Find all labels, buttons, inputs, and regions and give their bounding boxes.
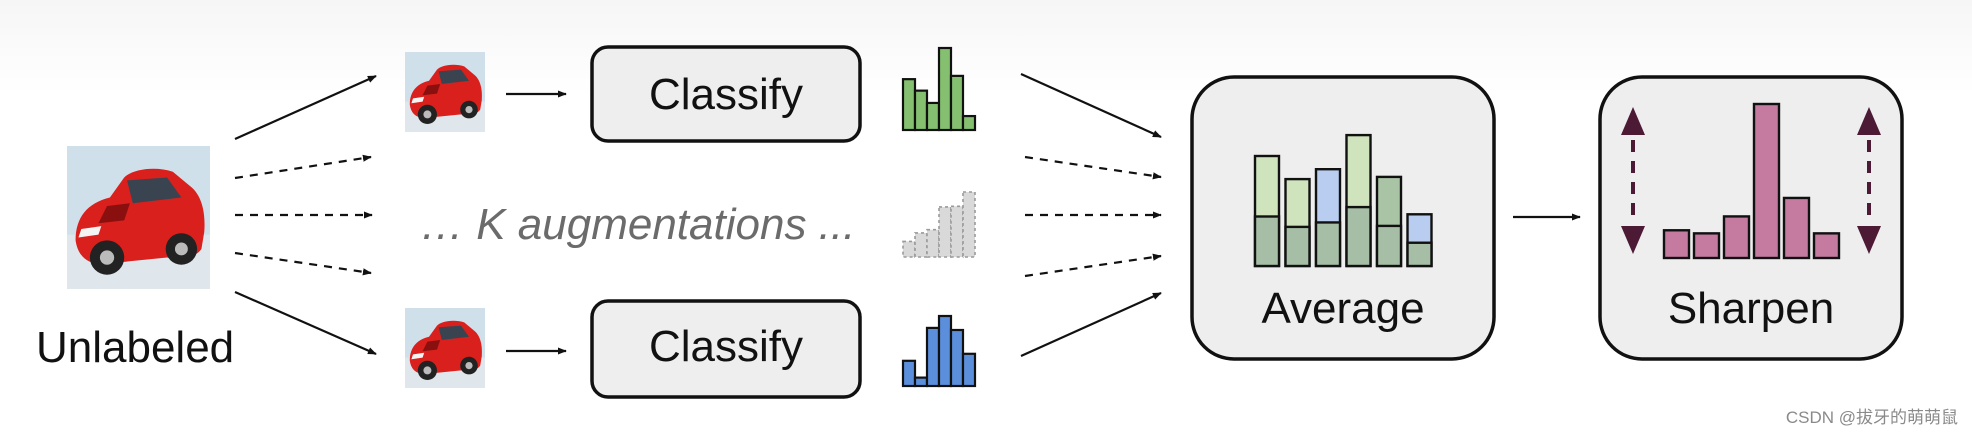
unlabeled-label: Unlabeled — [36, 323, 235, 372]
watermark-text: CSDN @拔牙的萌萌鼠 — [1785, 408, 1958, 427]
sharpen-histogram-bar — [1812, 232, 1841, 260]
classify-bottom-label: Classify — [648, 322, 804, 371]
sharpen-histogram-bar — [1722, 215, 1751, 260]
faded-histogram-bar — [938, 206, 952, 258]
sharpen-box — [1598, 75, 1904, 361]
sharpened-histogram — [1662, 102, 1841, 260]
top-histogram-bar — [925, 101, 941, 132]
faded-histogram-bar — [914, 232, 928, 258]
bottom-prediction-histogram — [901, 314, 977, 388]
top-histogram-bar — [961, 114, 977, 132]
classify-top-label: Classify — [648, 70, 804, 119]
bottom-histogram-bar — [913, 376, 929, 388]
average-box — [1190, 75, 1496, 361]
sharpen-histogram-bar — [1782, 196, 1811, 260]
faded-histogram-bar — [950, 205, 964, 258]
faded-histogram-bar — [926, 228, 940, 258]
predictions-to-average-arrows — [1020, 72, 1162, 358]
k-augmentations-label: … K augmentations ... — [420, 200, 856, 249]
classify-box-bottom — [590, 299, 862, 399]
average-histogram-bar-lower — [1284, 225, 1311, 268]
input-to-augmentation-arrows — [234, 74, 377, 356]
bottom-histogram-bar — [925, 326, 941, 388]
sharpen-label: Sharpen — [1667, 284, 1835, 333]
unlabeled-car-image — [67, 146, 210, 289]
faded-histogram-bar — [902, 240, 916, 258]
augmented-car-image-top — [405, 52, 485, 132]
bottom-histogram-bar — [961, 352, 977, 388]
faded-prediction-histogram — [902, 191, 976, 258]
average-histogram-bar-lower — [1375, 224, 1403, 268]
sharpen-histogram-bar — [1662, 229, 1691, 260]
bottom-histogram-bar — [901, 359, 917, 388]
top-histogram-bar — [937, 46, 953, 132]
augmented-car-image-bottom — [405, 308, 485, 388]
top-prediction-histogram — [901, 46, 977, 132]
average-label: Average — [1261, 284, 1425, 333]
top-histogram-bar — [913, 89, 929, 132]
sharpen-histogram-bar — [1752, 102, 1781, 260]
sharpen-histogram-bar — [1692, 232, 1721, 260]
average-histogram-bar-lower — [1314, 221, 1342, 268]
image-to-classify-arrows — [506, 90, 567, 355]
faded-histogram-bar — [962, 191, 976, 258]
classify-box-top — [590, 45, 862, 143]
double-arrow-vertical-icon — [1857, 107, 1881, 254]
average-histogram-bar-lower — [1345, 205, 1372, 268]
bottom-histogram-bar — [937, 314, 953, 388]
average-histogram-bar-lower — [1253, 215, 1281, 268]
average-histogram — [1253, 133, 1433, 268]
bottom-histogram-bar — [949, 328, 965, 388]
average-histogram-bar-lower — [1406, 241, 1433, 268]
double-arrow-vertical-icon — [1621, 107, 1645, 254]
top-histogram-bar — [949, 74, 965, 132]
top-histogram-bar — [901, 78, 917, 132]
